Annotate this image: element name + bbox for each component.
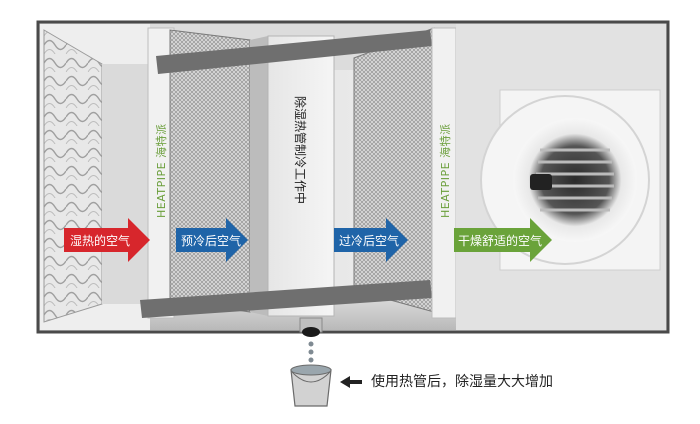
label-humid-hot-air: 湿热的空气 xyxy=(70,233,130,248)
label-dry-comfort-air: 干燥舒适的空气 xyxy=(458,233,542,248)
label-overcooled-air: 过冷后空气 xyxy=(339,233,399,248)
arrow-humid-hot-air: 湿热的空气 xyxy=(64,218,150,262)
arrow-precooled-air: 预冷后空气 xyxy=(176,218,248,262)
center-panel-label: 除湿热管制冷工作中 xyxy=(293,96,308,204)
drain-pipe xyxy=(299,317,323,337)
center-panel xyxy=(250,35,335,317)
label-precooled-air: 预冷后空气 xyxy=(181,233,241,248)
caption-arrow-icon xyxy=(340,376,362,388)
water-drops xyxy=(308,341,314,363)
heatpipe-coil-left xyxy=(169,29,251,313)
arrow-overcooled-air: 过冷后空气 xyxy=(334,218,408,262)
arrow-dry-comfort-air: 干燥舒适的空气 xyxy=(454,218,552,262)
heatpipe-coil-right xyxy=(353,27,435,313)
brand-label-left: HEATPIPE 海特派 xyxy=(154,123,168,218)
fan-compartment xyxy=(456,24,666,330)
heatpipe-bars xyxy=(140,30,432,318)
bucket-icon xyxy=(290,364,332,407)
brand-label-right: HEATPIPE 海特派 xyxy=(438,123,452,218)
right-divider-panel xyxy=(431,27,457,319)
bucket-caption: 使用热管后，除湿量大大增加 xyxy=(371,374,553,390)
pre-filter xyxy=(40,24,150,330)
